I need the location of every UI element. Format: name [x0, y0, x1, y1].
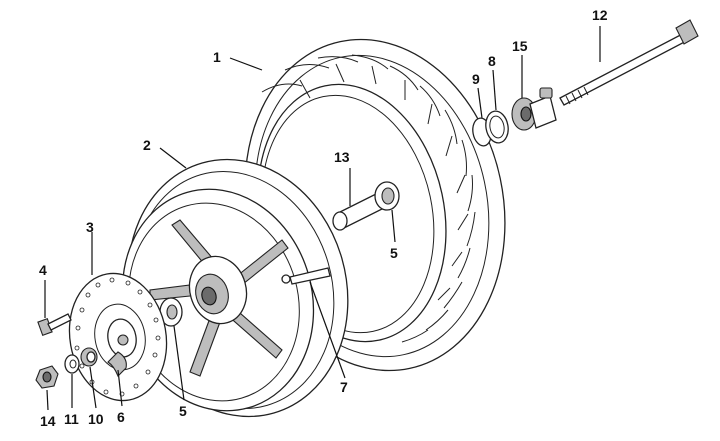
bearing-sleeve [332, 191, 389, 231]
spacer [80, 347, 98, 367]
callout-axle: 12 [592, 7, 608, 23]
callout-nut: 14 [40, 413, 56, 429]
brake-disc [68, 272, 168, 402]
callout-bearing-sleeve: 13 [334, 149, 350, 165]
washer [64, 354, 80, 374]
disc-holes [74, 277, 161, 397]
rim-spokes [149, 219, 289, 377]
callout-speedo-drive: 15 [512, 38, 528, 54]
callout-valve: 7 [340, 379, 348, 395]
callout-disc-spacer: 6 [117, 409, 125, 425]
callout-seal: 8 [488, 53, 496, 69]
speedo-drive [511, 87, 557, 131]
callout-brake-disc: 3 [86, 219, 94, 235]
callout-tyre: 1 [213, 49, 221, 65]
valve [281, 267, 331, 285]
disc-spacer [107, 351, 127, 377]
seal [485, 110, 509, 144]
callout-washer: 11 [64, 411, 79, 427]
disc-bolt [37, 313, 72, 336]
nut [35, 365, 59, 389]
callout-disc-bolt: 4 [39, 262, 47, 278]
callout-circlip: 9 [472, 71, 480, 87]
bearing-front [159, 297, 183, 327]
callout-bearing-front: 5 [390, 245, 398, 261]
callout-rim: 2 [143, 137, 151, 153]
callout-numbers: 1 2 3 4 5 5 6 7 8 9 10 11 12 13 14 15 [39, 7, 608, 429]
tread-pattern [261, 54, 476, 343]
axle [559, 19, 699, 106]
leader-lines [44, 26, 601, 411]
callout-spacer: 10 [88, 411, 104, 427]
callout-bearing-rear: 5 [179, 403, 187, 419]
bearing-rear [374, 181, 400, 211]
